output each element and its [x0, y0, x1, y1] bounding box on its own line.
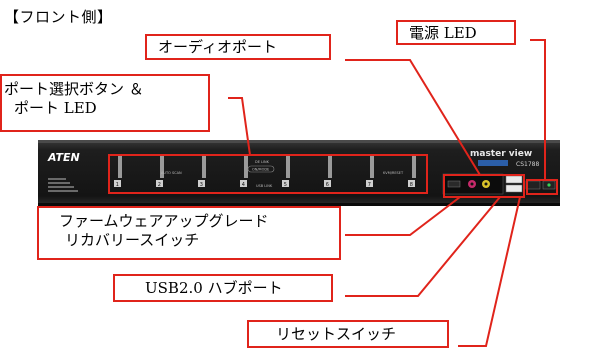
on-mode-label: ON/MODE	[252, 168, 269, 172]
port-buttons-area: 1 2 3 4 5 6 7 8	[114, 156, 416, 188]
callout-audio-port: オーディオポート	[145, 34, 331, 60]
port-number-3: 3	[200, 182, 203, 188]
port-number-2: 2	[158, 182, 161, 188]
port-led-1	[118, 156, 122, 178]
callout-reset: リセットスイッチ	[247, 320, 449, 348]
model-label: CS1788	[516, 161, 539, 168]
power-led-frame	[526, 179, 558, 195]
port-button-4	[240, 180, 247, 187]
port-led-5	[286, 156, 290, 178]
firmware-switch	[447, 180, 461, 188]
port-button-3	[198, 180, 205, 187]
de-link-label: DE LINK	[255, 160, 270, 164]
reset-leader	[458, 196, 521, 347]
port-led-3	[202, 156, 206, 178]
port-number-7: 7	[368, 182, 371, 188]
usb-hub-leader	[345, 196, 501, 297]
series-badge	[478, 160, 508, 166]
usb-link-label: USB LINK	[256, 184, 273, 188]
port-number-5: 5	[284, 182, 287, 188]
brand-logo: ATEN	[47, 151, 80, 164]
callout-port-select: ポート選択ボタン ＆ ポート LED	[0, 74, 210, 132]
port-button-2	[156, 180, 163, 187]
port-led-7	[370, 156, 374, 178]
kvm-reset-label: KVM/RESET	[383, 171, 404, 175]
page-title: 【フロント側】	[4, 8, 113, 26]
callout-usb-hub: USB2.0 ハブポート	[113, 274, 333, 302]
front-ports-frame	[443, 174, 525, 198]
audio-port-leader	[345, 59, 481, 176]
usb-port-2	[505, 184, 523, 193]
port-led-8	[412, 156, 416, 178]
callout-power-led: 電源 LED	[396, 20, 516, 45]
port-number-6: 6	[326, 182, 329, 188]
port-number-8: 8	[410, 182, 413, 188]
port-number-1: 1	[116, 182, 119, 188]
port-button-8	[408, 180, 415, 187]
port-select-frame	[108, 154, 428, 194]
callout-firmware: ファームウェアアップグレード リカバリースイッチ	[37, 206, 341, 260]
port-button-5	[282, 180, 289, 187]
port-button-1	[114, 180, 121, 187]
port-button-7	[366, 180, 373, 187]
port-select-leader	[228, 97, 251, 156]
port-led-2	[160, 156, 164, 178]
port-number-4: 4	[242, 182, 245, 188]
port-led-6	[328, 156, 332, 178]
firmware-leader	[345, 196, 461, 236]
port-button-6	[324, 180, 331, 187]
power-led-leader	[530, 39, 546, 180]
series-logo: master view	[470, 149, 532, 159]
vent-grille	[48, 178, 78, 192]
auto-scan-label: AUTO SCAN	[161, 171, 182, 175]
device-body	[38, 140, 560, 206]
port-led-4	[244, 156, 248, 178]
